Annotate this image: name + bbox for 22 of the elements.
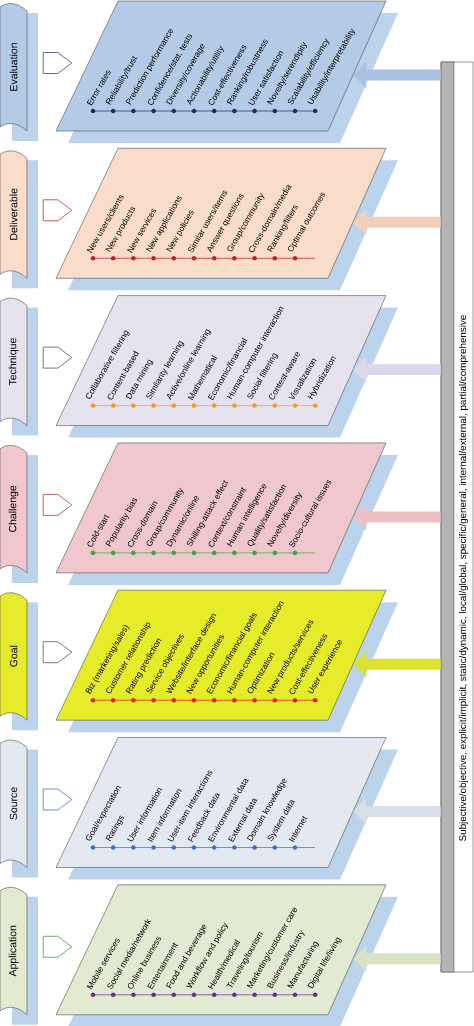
chevron-arrow [42,641,73,664]
tab: Source [0,739,38,878]
tab: Application [0,887,38,1025]
tab: Technique [0,297,38,436]
scale-bar: Subjective/objective, explicit/implicit, static/dynamic, local/global, specific/general, internal/external, partial/comprehensive [440,61,474,973]
tab: Goal [0,592,38,731]
chevron-arrow [42,788,73,811]
chevron-arrow [42,52,73,74]
tab: Deliverable [0,150,38,289]
panel [55,0,398,143]
panel [55,589,398,733]
chevron-arrow [42,935,73,958]
tab: Challenge [0,445,38,583]
panel [55,884,398,1026]
panel [55,295,398,438]
panel [55,442,398,585]
chevron-arrow [42,346,73,369]
panel [55,737,398,880]
chevron-arrow [42,494,73,516]
panel [55,148,398,291]
chevron-arrow [42,199,73,222]
tab: Evaluation [0,3,38,141]
